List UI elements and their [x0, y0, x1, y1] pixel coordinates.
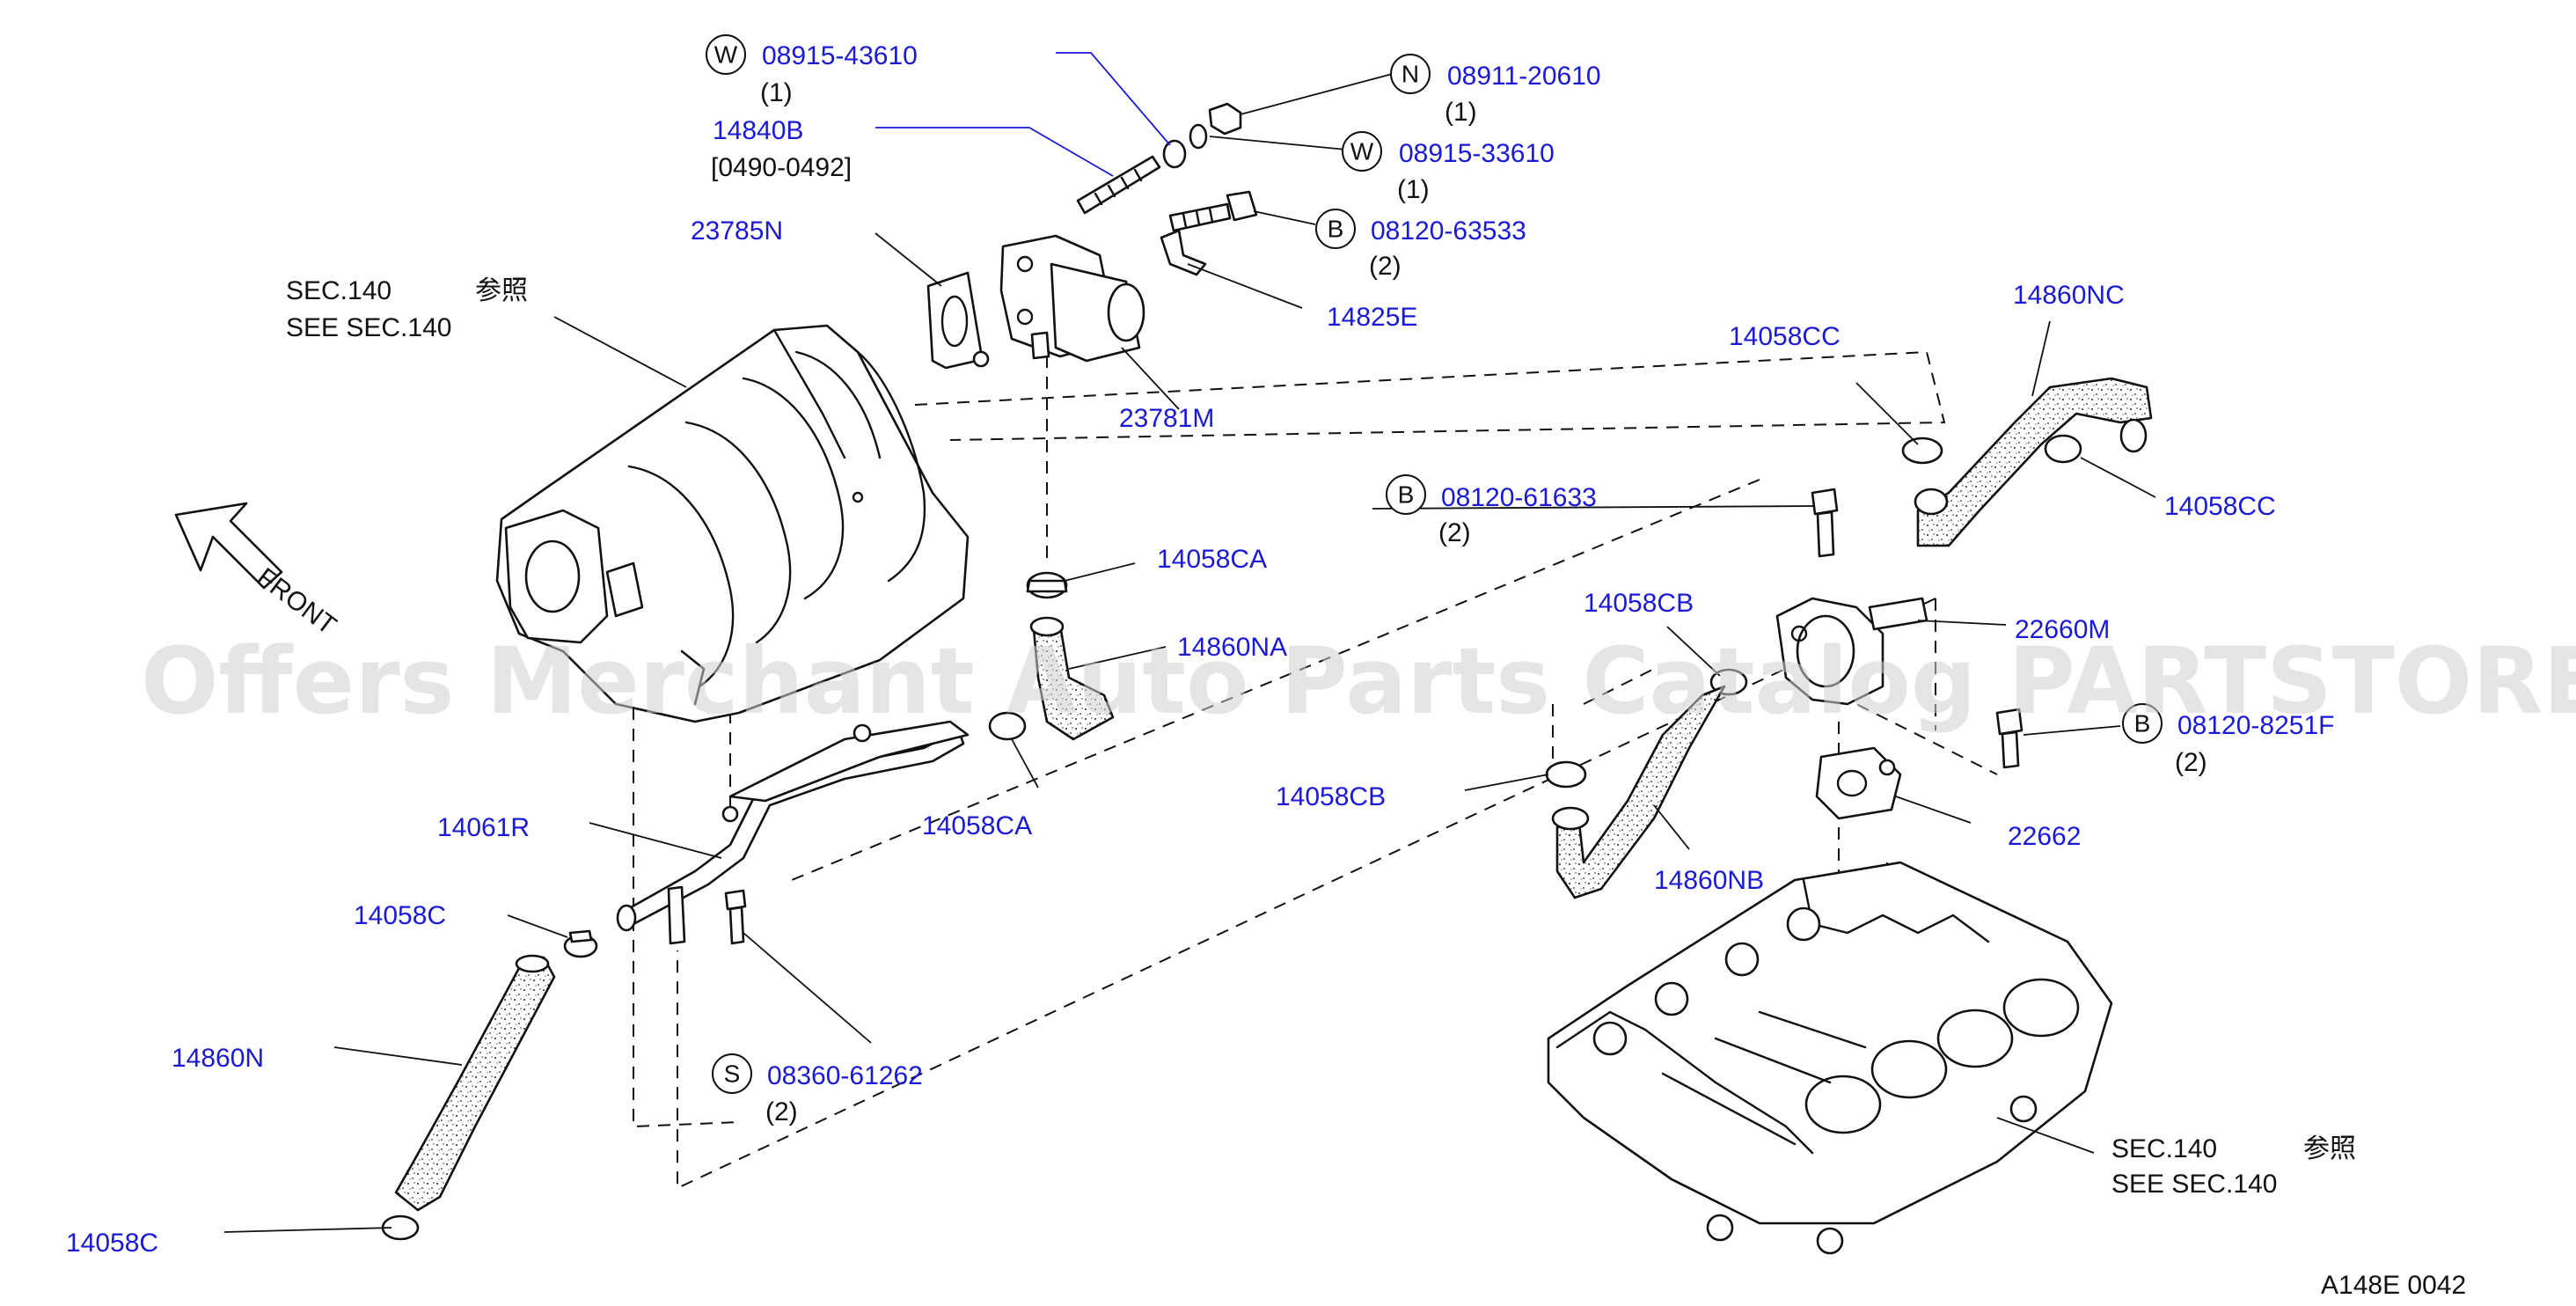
badge-letter: N — [1401, 61, 1419, 88]
part-label-22660m[interactable]: 22660M — [2015, 615, 2110, 644]
badge-b — [2122, 703, 2163, 744]
part-label-14058ca-upper[interactable]: 14058CA — [1157, 545, 1267, 574]
svg-text:SEC.140: SEC.140 — [286, 276, 392, 305]
clamp-14058ca-upper — [1026, 571, 1068, 599]
clamp-14058cb-lower — [1545, 760, 1587, 789]
fastener-callout-08120-63533[interactable]: B 08120-63533 (2) — [1315, 209, 1526, 281]
badge-b — [1386, 474, 1426, 515]
quantity: (2) — [765, 1097, 798, 1126]
quantity: (1) — [1445, 98, 1477, 127]
part-number[interactable]: 08120-8251F — [2177, 711, 2334, 740]
stud-14840b — [1076, 155, 1161, 215]
part-label-14058cb-lower[interactable]: 14058CB — [1276, 782, 1386, 811]
badge-s — [712, 1053, 752, 1094]
quantity: (1) — [1397, 175, 1430, 204]
part-number[interactable]: 08120-61633 — [1441, 483, 1597, 512]
part-number[interactable]: 08915-43610 — [762, 41, 918, 70]
part-label-14058cb-upper[interactable]: 14058CB — [1584, 589, 1694, 618]
svg-text:SEE SEC.140: SEE SEC.140 — [286, 313, 451, 342]
svg-text:参照: 参照 — [475, 276, 528, 305]
part-label-14860nb[interactable]: 14860NB — [1654, 866, 1764, 895]
quantity: (2) — [1369, 252, 1401, 281]
bolt-08120-63533 — [1168, 190, 1258, 232]
part-number[interactable]: 08911-20610 — [1447, 62, 1601, 91]
date-range: [0490-0492] — [711, 153, 852, 182]
part-label-14058c-upper[interactable]: 14058C — [354, 901, 446, 930]
section-reference-lower: SEC.140 参照 SEE SEC.140 — [2111, 1134, 2356, 1199]
badge-w — [706, 34, 746, 75]
part-label-22662[interactable]: 22662 — [2008, 822, 2081, 851]
part-label-23781m[interactable]: 23781M — [1119, 404, 1214, 433]
fastener-callout-08915-33610[interactable]: W 08915-33610 (1) — [1342, 131, 1555, 204]
part-callout-14840b[interactable]: 14840B [0490-0492] — [711, 116, 852, 182]
part-label-23785n[interactable]: 23785N — [691, 216, 783, 246]
clamp-14058cc-upper — [1901, 437, 1943, 465]
part-label-14860n[interactable]: 14860N — [172, 1044, 264, 1073]
svg-text:参照: 参照 — [2303, 1134, 2356, 1163]
svg-text:SEC.140: SEC.140 — [2111, 1134, 2217, 1163]
fastener-callout-08120-61633[interactable]: B 08120-61633 (2) — [1386, 474, 1597, 547]
bolt-08120-61633 — [1811, 488, 1839, 558]
hose-14860nb — [1551, 685, 1726, 899]
badge-letter: B — [1398, 481, 1415, 509]
badge-letter: B — [2134, 710, 2151, 737]
fastener-callout-08911-20610[interactable]: N 08911-20610 (1) — [1390, 54, 1601, 127]
front-direction-arrow: FRONT — [174, 502, 341, 641]
fastener-callout-08120-8251f[interactable]: B 08120-8251F (2) — [2122, 703, 2334, 777]
valve-23781m — [999, 234, 1145, 363]
gasket-23785n — [926, 271, 990, 370]
part-number[interactable]: 08360-61262 — [767, 1061, 923, 1090]
washer-nut-stack — [1162, 102, 1242, 169]
bolt-08120-8251f — [1995, 708, 2023, 769]
part-number[interactable]: 14840B — [713, 116, 803, 145]
fastener-callout-08915-43610[interactable]: W 08915-43610 (1) — [706, 34, 918, 107]
part-label-14058ca-lower[interactable]: 14058CA — [922, 811, 1032, 840]
badge-letter: W — [1350, 138, 1374, 165]
fastener-callout-08360-61262[interactable]: S 08360-61262 (2) — [712, 1053, 923, 1126]
badge-letter: S — [724, 1060, 741, 1088]
badge-n — [1390, 54, 1431, 94]
part-label-14058cc-right[interactable]: 14058CC — [2164, 492, 2276, 521]
part-label-14825e[interactable]: 14825E — [1327, 303, 1417, 332]
badge-b — [1315, 209, 1356, 249]
bracket-22662 — [1815, 746, 1902, 820]
upper-intake-manifold — [495, 324, 970, 723]
part-label-14058cc-upper[interactable]: 14058CC — [1729, 322, 1841, 351]
badge-letter: W — [714, 41, 738, 69]
part-label-14061r[interactable]: 14061R — [437, 813, 530, 842]
clamp-14058cc-right — [2044, 434, 2082, 464]
clamp-14058ca-lower — [988, 711, 1027, 741]
lower-intake-manifold — [1547, 861, 2113, 1255]
bolt-08360-61262 — [724, 889, 747, 945]
part-label-14860nc[interactable]: 14860NC — [2013, 281, 2125, 310]
section-reference-upper: SEC.140 参照 SEE SEC.140 — [286, 276, 528, 342]
clamp-14058c-upper — [563, 929, 598, 958]
badge-letter: B — [1328, 216, 1344, 243]
hose-14860na — [1029, 616, 1115, 741]
bracket-14825e — [1160, 229, 1207, 276]
part-number[interactable]: 08120-63533 — [1371, 216, 1526, 246]
svg-text:SEE SEC.140: SEE SEC.140 — [2111, 1170, 2277, 1199]
quantity: (2) — [1438, 518, 1471, 547]
watermark: Offers Merchant Auto Parts Catalog PARTS… — [141, 627, 2576, 735]
hose-14860n — [394, 954, 556, 1212]
quantity: (1) — [760, 78, 793, 107]
valve-22660m — [1775, 597, 1928, 706]
leader-lines — [223, 52, 2156, 1233]
badge-w — [1342, 131, 1382, 172]
pipe-14061r — [616, 720, 970, 945]
part-number[interactable]: 08915-33610 — [1399, 139, 1555, 168]
part-label-14860na[interactable]: 14860NA — [1177, 633, 1287, 662]
part-label-14058c-lower[interactable]: 14058C — [66, 1229, 158, 1258]
diagram-code: A148E 0042 — [2321, 1271, 2466, 1300]
hose-14860nc — [1914, 377, 2153, 547]
quantity: (2) — [2175, 748, 2207, 777]
